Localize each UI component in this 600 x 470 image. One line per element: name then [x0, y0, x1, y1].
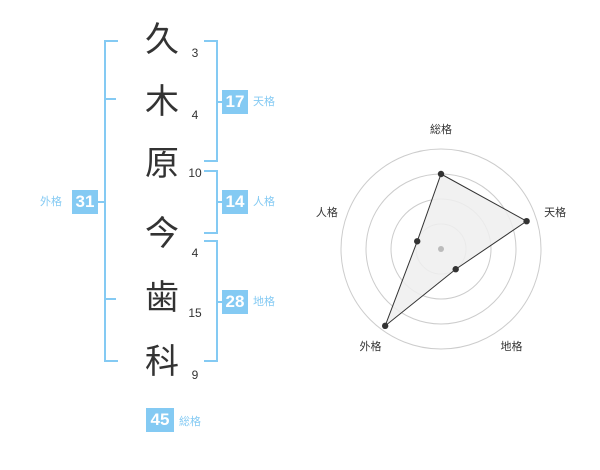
radar-axis-label: 人格	[316, 205, 338, 219]
name-char-5: 歯	[145, 278, 179, 318]
gaikaku-bracket-connector	[98, 201, 104, 203]
gaikaku-bracket-tick-upper	[106, 98, 116, 100]
stroke-count-2: 4	[191, 108, 199, 122]
tenkaku-bracket-connector	[216, 101, 222, 103]
radar-point-4	[381, 322, 389, 330]
stroke-count-5: 15	[188, 306, 202, 320]
radar-point-2	[523, 217, 530, 225]
stroke-count-6: 9	[191, 368, 199, 382]
gaikaku-value-badge: 31	[72, 190, 98, 214]
jinkaku-bracket-connector	[216, 201, 222, 203]
radar-center-point	[438, 246, 444, 252]
soukaku-label: 総格	[179, 415, 201, 428]
name-char-2: 木	[145, 82, 179, 122]
stroke-count-3: 10	[188, 166, 202, 180]
radar-point-5	[414, 238, 421, 245]
name-char-1: 久	[145, 20, 179, 60]
radar-point-3	[452, 266, 459, 273]
tenkaku-label: 天格	[253, 95, 275, 108]
radar-axis-label: 総格	[430, 122, 452, 136]
gaikaku-bracket-tick-lower	[106, 298, 116, 300]
name-char-3: 原	[145, 144, 179, 184]
radar-axis-label: 天格	[544, 205, 566, 219]
name-char-6: 科	[145, 342, 179, 382]
soukaku-value-badge: 45	[146, 408, 174, 432]
radar-point-1	[437, 170, 445, 178]
name-char-4: 今	[145, 214, 179, 254]
gaikaku-label: 外格	[40, 195, 62, 208]
chikaku-bracket-connector	[216, 301, 222, 303]
jinkaku-label: 人格	[253, 195, 275, 208]
chikaku-value-badge: 28	[222, 290, 248, 314]
stroke-count-4: 4	[191, 246, 199, 260]
radar-grid-ring	[340, 148, 542, 350]
radar-area	[384, 173, 528, 328]
stroke-count-1: 3	[191, 46, 199, 60]
gaikaku-bracket	[104, 40, 118, 362]
tenkaku-value-badge: 17	[222, 90, 248, 114]
chikaku-label: 地格	[253, 295, 275, 308]
radar-axis-label: 外格	[359, 339, 381, 353]
jinkaku-value-badge: 14	[222, 190, 248, 214]
radar-axis-label: 地格	[501, 339, 523, 353]
